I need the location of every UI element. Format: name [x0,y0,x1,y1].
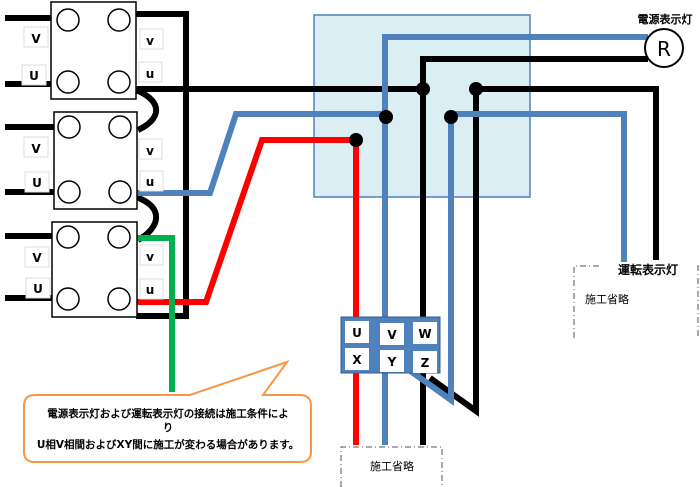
terminal [107,225,131,249]
terminal-w: W [418,327,431,341]
switch-2 [53,111,138,210]
junction-dot [349,133,363,147]
black-wire-switch-bus [135,11,189,319]
switch-1-label-u-small: u [146,67,155,81]
terminal-v: V [387,328,397,342]
switch-3-label-v-small: v [146,250,154,264]
blue-wire-run-lamp [451,111,627,262]
terminal-x: X [352,353,362,367]
terminal-y: Y [387,355,397,369]
terminal [56,8,80,32]
terminal [107,287,131,311]
switch-2-label-u-small: u [146,175,155,189]
terminal [57,115,81,139]
black-jumper-2 [134,194,160,243]
run-lamp-label: 運転表示灯 [618,262,678,277]
motor-box-note: 施工省略 [370,459,414,473]
switch-1 [50,1,137,100]
callout-line-3: U相V相間およびXY間に施工が変わる場合があります。 [37,438,299,451]
terminal [56,287,80,311]
switch-2-label-v: V [31,142,41,156]
junction-dot [469,82,483,96]
black-jumper-1 [134,87,160,133]
terminal [57,180,81,204]
switch-2-label-u: U [32,176,42,190]
terminal [107,70,131,94]
blue-wire-u2 [136,111,385,196]
power-lamp-circle [644,28,684,68]
switch-3-label-u: U [33,282,43,296]
switch-3 [51,221,138,318]
switch-2-label-v-small: v [146,144,154,158]
switch-1-label-v: V [31,32,41,46]
terminal [108,115,132,139]
terminal [56,70,80,94]
terminal [107,8,131,32]
switch-3-label-v: V [32,251,42,265]
junction-dot [379,110,393,124]
terminal [108,180,132,204]
black-wire-run-lamp [476,86,659,260]
power-lamp-label: 電源表示灯 [638,12,693,26]
switch-1-label-v-small: v [146,34,154,48]
switch-1-label-u: U [29,69,39,83]
black-wire-z [428,89,479,417]
terminal-z: Z [421,356,430,370]
callout-bubble [23,360,312,463]
motor-box [340,446,443,487]
callout-line-1: 電源表示灯および運転表示灯の接続は施工条件によ [47,407,289,420]
switch-3-label-u-small: u [146,283,155,297]
junction-dot [416,82,430,96]
red-wire [136,137,359,445]
green-wire [136,235,175,392]
terminal [56,225,80,249]
callout-line-2: り [163,422,174,434]
terminal-u: U [352,326,362,340]
power-lamp-symbol: R [657,37,671,61]
junction-dot [444,110,458,124]
black-wire-power-lamp [420,56,648,445]
blue-wire-power-lamp [382,34,648,445]
run-lamp-note: 施工省略 [585,292,629,306]
